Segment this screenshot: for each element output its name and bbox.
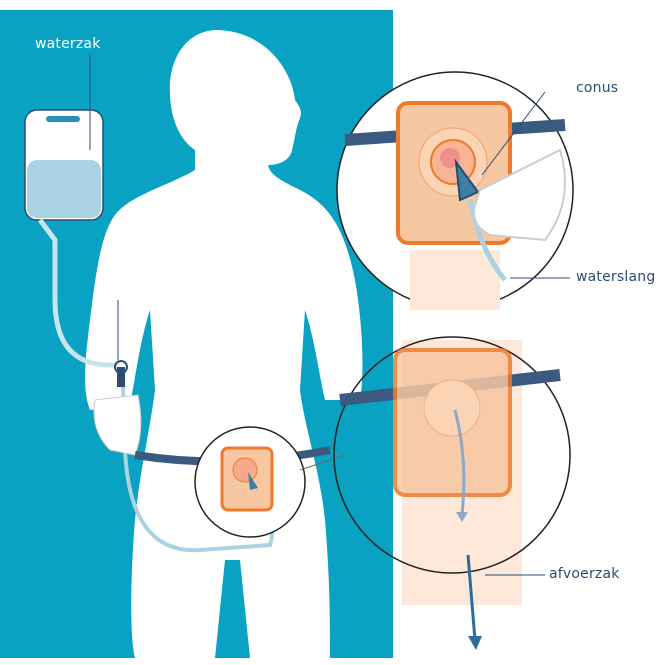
ring-bottom — [423, 379, 481, 437]
leg-gap — [215, 560, 250, 658]
cone — [454, 158, 480, 202]
label-waterslang: waterslang — [576, 269, 656, 285]
hand-detail — [473, 148, 566, 242]
flow-arrow — [453, 409, 466, 516]
outflow-arrowhead — [468, 636, 482, 650]
roller-valve-body — [117, 367, 125, 387]
label-conus: conus — [576, 80, 619, 96]
small-cone — [248, 472, 258, 490]
outflow-arrow — [466, 554, 477, 641]
skin-detail — [410, 250, 500, 310]
flow-arrowhead — [456, 512, 468, 522]
tube-upper — [38, 218, 118, 368]
small-stoma — [232, 457, 258, 483]
label-rolventiel: rolventiel — [108, 280, 176, 296]
bag-handle — [46, 116, 80, 122]
connector-line — [299, 454, 346, 471]
water-level — [27, 160, 101, 218]
label-afvoerzak: afvoerzak — [549, 566, 620, 582]
stoma — [440, 148, 460, 168]
detail-circle-drain — [333, 336, 571, 574]
label-waterzak: waterzak — [35, 36, 101, 52]
hose — [467, 199, 507, 282]
conus-leader — [481, 91, 546, 176]
